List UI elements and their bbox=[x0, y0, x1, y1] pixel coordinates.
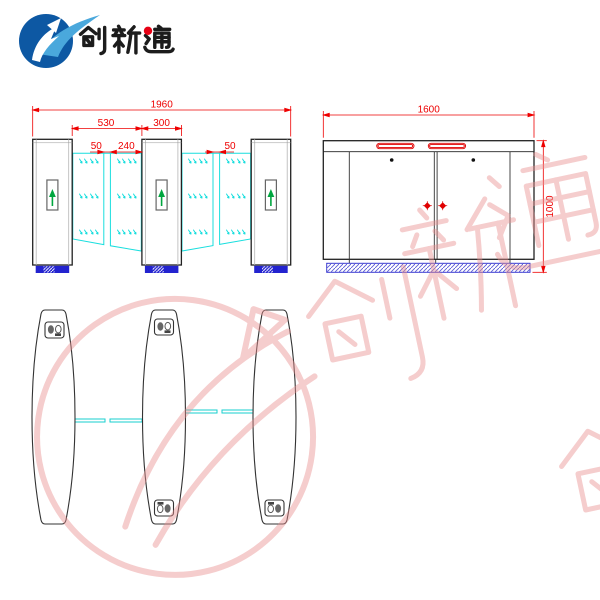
glass-wing-panels-lane1 bbox=[72, 152, 142, 252]
front-view-drawing: 1960 530 300 50 240 50 bbox=[32, 100, 292, 273]
cabinet-left bbox=[32, 138, 73, 273]
cabinet-middle bbox=[141, 138, 183, 273]
brand-text-glyphs bbox=[78, 24, 175, 56]
dimension-total-width bbox=[32, 106, 292, 137]
side-view-drawing: 1600 1000 bbox=[322, 105, 556, 273]
top-view-drawing bbox=[31, 309, 297, 525]
dimension-lane-cabinet bbox=[71, 125, 182, 136]
dimension-label-height: 1000 bbox=[545, 195, 556, 218]
logo-red-dot bbox=[143, 26, 153, 35]
dimension-wing-lane2 bbox=[205, 149, 234, 155]
glass-wing-panels-lane2 bbox=[181, 152, 252, 252]
side-cabinet-base bbox=[326, 259, 531, 273]
top-reader-slots bbox=[376, 142, 467, 150]
dimension-label-wing-width: 240 bbox=[118, 141, 135, 152]
dimension-label-depth: 1600 bbox=[418, 105, 441, 116]
dimension-depth bbox=[322, 111, 535, 138]
side-cabinet-body bbox=[322, 140, 535, 260]
pod-left bbox=[31, 309, 76, 525]
cabinet-right bbox=[250, 138, 292, 273]
dimension-label-wing-gap-right: 50 bbox=[224, 141, 236, 152]
logo-globe-icon bbox=[19, 14, 100, 68]
pod-right bbox=[252, 309, 297, 525]
dimension-label-cabinet-width: 300 bbox=[153, 118, 170, 129]
dimension-label-wing-gap: 50 bbox=[91, 141, 103, 152]
lock-dot bbox=[389, 158, 394, 162]
dimension-label-total-width: 1960 bbox=[151, 100, 174, 111]
dimension-label-lane-width: 530 bbox=[98, 118, 115, 129]
dimension-wing-lane1 bbox=[90, 149, 143, 155]
brand-logo bbox=[19, 14, 175, 68]
lock-dot bbox=[471, 158, 476, 162]
pod-middle bbox=[141, 309, 187, 525]
